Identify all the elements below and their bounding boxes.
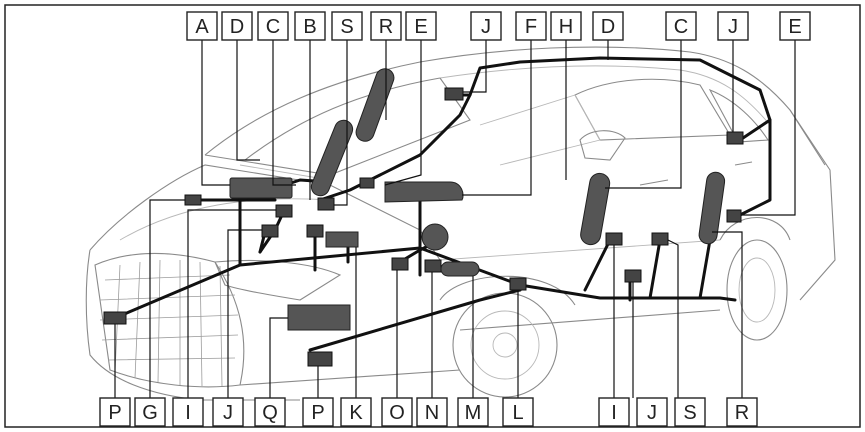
components — [104, 66, 743, 366]
component-p-sensor-left — [104, 312, 126, 324]
component-b-sensor — [307, 225, 323, 237]
bottom-label-6: K — [341, 398, 371, 426]
top-label-8: F — [516, 12, 546, 40]
top-label-text-9: H — [559, 16, 573, 38]
bottom-label-text-4: Q — [262, 402, 278, 424]
bottom-label-10: L — [503, 398, 533, 426]
top-label-7: J — [471, 12, 501, 40]
bottom-label-13: S — [675, 398, 705, 426]
top-label-10: D — [593, 12, 623, 40]
component-p-sensor-right — [308, 352, 332, 366]
top-label-text-6: E — [414, 16, 427, 38]
bottom-label-0: P — [100, 398, 130, 426]
bottom-label-12: J — [637, 398, 667, 426]
top-label-text-8: F — [525, 16, 537, 38]
component-s-sensor-rear — [652, 233, 668, 245]
top-label-row: ADCBSREJFHDCJE — [187, 12, 810, 40]
bottom-label-text-2: I — [185, 402, 191, 424]
bottom-label-5: P — [303, 398, 333, 426]
bottom-label-text-11: I — [611, 402, 617, 424]
bottom-label-text-6: K — [349, 402, 363, 424]
top-label-text-12: J — [728, 16, 738, 38]
bottom-label-text-0: P — [108, 402, 121, 424]
component-j-sensor-rear — [625, 270, 641, 282]
component-j-sensor-rear-roof — [727, 132, 743, 144]
component-j-sensor-roof — [445, 88, 463, 100]
bottom-label-4: Q — [255, 398, 285, 426]
bottom-label-8: N — [417, 398, 447, 426]
top-label-6: E — [406, 12, 436, 40]
bottom-label-2: I — [173, 398, 203, 426]
bottom-label-11: I — [599, 398, 629, 426]
top-label-13: E — [780, 12, 810, 40]
bottom-label-text-14: R — [735, 402, 749, 424]
top-label-text-1: D — [230, 16, 244, 38]
top-label-text-4: S — [340, 16, 353, 38]
top-label-9: H — [551, 12, 581, 40]
bottom-label-text-13: S — [683, 402, 696, 424]
top-label-0: A — [187, 12, 217, 40]
component-i-sensor-front — [276, 205, 292, 217]
top-label-1: D — [222, 12, 252, 40]
bottom-label-text-9: M — [465, 402, 482, 424]
bottom-label-text-1: G — [142, 402, 158, 424]
top-label-text-7: J — [481, 16, 491, 38]
top-label-text-13: E — [788, 16, 801, 38]
top-label-text-11: C — [674, 16, 688, 38]
component-m-module — [441, 262, 479, 276]
component-e-sensor-rear — [727, 210, 741, 222]
top-label-4: S — [332, 12, 362, 40]
top-label-text-5: R — [379, 16, 393, 38]
bottom-label-7: O — [382, 398, 412, 426]
bottom-label-text-8: N — [425, 402, 439, 424]
bottom-label-text-5: P — [311, 402, 324, 424]
bottom-label-text-12: J — [647, 402, 657, 424]
top-label-5: R — [371, 12, 401, 40]
bottom-label-9: M — [458, 398, 488, 426]
component-q-module — [288, 305, 350, 330]
component-r-cylinder-rear — [698, 171, 726, 245]
top-label-text-3: B — [303, 16, 316, 38]
component-s-sensor-front — [318, 198, 334, 210]
bottom-label-text-3: J — [223, 402, 233, 424]
bottom-label-text-7: O — [389, 402, 405, 424]
component-n-sensor — [425, 260, 441, 272]
top-label-11: C — [666, 12, 696, 40]
top-label-3: B — [295, 12, 325, 40]
component-g-sensor — [185, 195, 201, 205]
component-a-module — [230, 178, 292, 198]
component-k-module — [326, 232, 358, 247]
top-label-text-10: D — [601, 16, 615, 38]
bottom-label-14: R — [727, 398, 757, 426]
top-label-12: J — [718, 12, 748, 40]
component-f-module — [422, 224, 448, 250]
component-j-sensor-front — [262, 225, 278, 237]
component-e-module — [385, 182, 463, 202]
top-label-text-0: A — [195, 16, 209, 38]
component-i-sensor-rear — [606, 233, 622, 245]
top-label-text-2: C — [266, 16, 280, 38]
component-l-sensor — [510, 278, 526, 290]
bottom-label-text-10: L — [512, 402, 523, 424]
component-e-connector — [360, 178, 374, 188]
wiring-harness — [115, 58, 770, 350]
component-r-cylinder-front — [354, 66, 397, 144]
bottom-label-3: J — [213, 398, 243, 426]
top-label-2: C — [258, 12, 288, 40]
component-o-sensor — [392, 258, 408, 270]
bottom-label-1: G — [135, 398, 165, 426]
